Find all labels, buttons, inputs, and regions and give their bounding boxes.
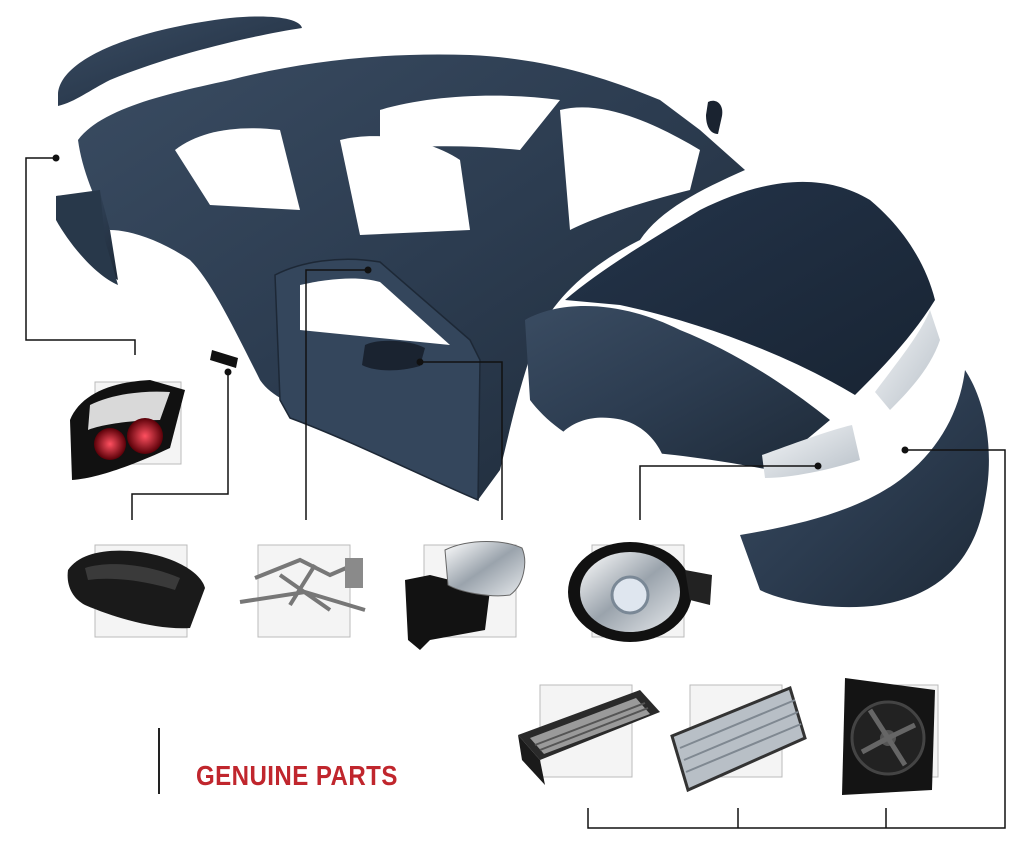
turn-signal-lamp — [762, 425, 860, 478]
rear-spoiler — [58, 16, 302, 106]
car-body-illustration — [56, 16, 989, 608]
rear-window-opening — [175, 128, 300, 210]
cooling-fan-icon — [842, 678, 939, 795]
side-mirror-icon — [405, 541, 526, 650]
heater-core-icon — [518, 684, 660, 785]
callout-lines — [25, 157, 1006, 829]
callout-cooling — [587, 449, 1006, 829]
callout-fog-lamp — [639, 465, 818, 520]
mirror-cap — [706, 100, 723, 134]
sunroof-opening — [380, 95, 560, 150]
callout-tail-light — [25, 157, 136, 355]
radiator-icon — [670, 684, 807, 793]
callout-door-handle — [131, 372, 229, 520]
callout-dots — [52, 154, 909, 470]
wheel-arch — [545, 417, 668, 470]
front-bumper — [740, 370, 989, 608]
genuine-parts-tagline: GENUINE PARTS — [196, 760, 398, 791]
body-door-handle — [362, 340, 425, 371]
tail-light-icon — [70, 380, 185, 480]
headlight — [875, 310, 940, 410]
fog-lamp-icon — [568, 542, 712, 642]
callout-side-mirror — [420, 361, 503, 520]
window-regulator-icon — [239, 544, 366, 638]
callout-window-regulator — [305, 269, 368, 520]
door-handle-icon — [67, 544, 206, 638]
front-window-opening — [340, 136, 470, 235]
rear-bumper-piece — [56, 190, 118, 285]
tagline-bar — [158, 728, 160, 794]
side-marker — [210, 350, 238, 368]
windshield-frame-opening — [560, 107, 700, 230]
hood-panel — [565, 181, 935, 395]
